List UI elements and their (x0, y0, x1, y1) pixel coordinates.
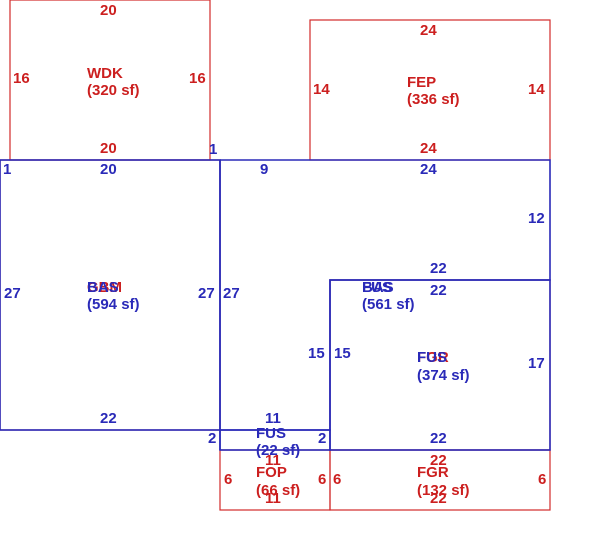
fgr-code-label: FGR (417, 464, 449, 481)
fus-small-dim-right: 2 (318, 430, 326, 447)
bas-left-area-label: (594 sf) (87, 296, 140, 313)
fus-dim-bottom: 22 (430, 430, 447, 447)
fus-small-code-label: FUS (256, 425, 286, 442)
bas-right-area-label: (561 sf) (362, 296, 415, 313)
wdk-dim-right: 16 (189, 70, 206, 87)
fus-overlay-code-label: FUS (362, 279, 392, 296)
fus-main-code-label: FUS (417, 349, 447, 366)
bas-left-dim-corner: 1 (3, 161, 11, 178)
fep-area-label: (336 sf) (407, 91, 460, 108)
fus-dim-top-a: 22 (430, 260, 447, 277)
fus-dim-top-b: 22 (430, 282, 447, 299)
bas-left-dim-left: 27 (4, 285, 21, 302)
wdk-area-label: (320 sf) (87, 82, 140, 99)
fop-code-label: FOP (256, 464, 287, 481)
fus-small-dim-top: 11 (265, 410, 281, 427)
fep-dim-left: 14 (313, 81, 330, 98)
wdk-code-label: WDK (87, 65, 123, 82)
fep-dim-top: 24 (420, 22, 437, 39)
fop-dim-top: 11 (265, 452, 281, 469)
fgr-dim-bottom: 22 (430, 490, 447, 507)
fop-dim-right: 6 (318, 471, 326, 488)
bas-right-dim-top-a: 9 (260, 161, 268, 178)
bas-left-dim-bottom: 22 (100, 410, 117, 427)
fus-main-area-label: (374 sf) (417, 367, 470, 384)
fop-area-label: (66 sf) (256, 482, 300, 499)
fgr-overlay-code-label: FGR (417, 349, 449, 366)
fus-dim-left-a: 15 (308, 345, 325, 362)
wdk-dim-bottom: 20 (100, 140, 117, 157)
fep-dim-bottom: 24 (420, 140, 437, 157)
bas-left-dim-right: 27 (198, 285, 215, 302)
fus-main-outline (329, 279, 551, 451)
bas-right-code-label: BAS (362, 279, 394, 296)
fgr-area-label: (132 sf) (417, 482, 470, 499)
bas-left-dim-top: 20 (100, 161, 117, 178)
fgr-dim-left: 6 (333, 471, 341, 488)
bas-right-dim-top-b: 24 (420, 161, 437, 178)
fgr-dim-right: 6 (538, 471, 546, 488)
fep-code-label: FEP (407, 74, 436, 91)
gbm-code-label: GBM (87, 279, 122, 296)
wdk-dim-top: 20 (100, 2, 117, 19)
fus-small-dim-left: 2 (208, 430, 216, 447)
fus-dim-left-b: 15 (334, 345, 351, 362)
bas-left-code-label: BAS (87, 279, 119, 296)
connector-dim: 1 (209, 141, 217, 158)
bas-right-dim-left: 27 (223, 285, 240, 302)
fus-small-outline (219, 429, 331, 451)
fus-small-area-label: (22 sf) (256, 442, 300, 459)
fus-dim-right: 17 (528, 355, 545, 372)
fop-dim-left: 6 (224, 471, 232, 488)
fep-dim-right: 14 (528, 81, 545, 98)
fgr-dim-top: 22 (430, 452, 447, 469)
fop-dim-bottom: 11 (265, 490, 281, 507)
wdk-dim-left: 16 (13, 70, 30, 87)
bas-right-dim-right: 12 (528, 210, 545, 227)
